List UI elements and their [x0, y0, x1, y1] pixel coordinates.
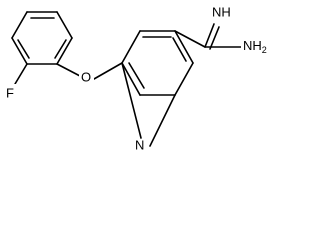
bond-pyridine-double-b [172, 37, 187, 62]
amine-label-background [241, 38, 270, 56]
bond-aryl-oxygen [56, 63, 81, 77]
imine-label-background [210, 4, 237, 22]
amine-nh-text: NH [243, 38, 262, 53]
pyridine-nitrogen-label: N [135, 137, 144, 152]
bond-benzene-double-c [17, 39, 30, 59]
oxygen-label-background [79, 69, 94, 87]
chemical-structure-diagram: F O N NH NH2 [4, 4, 270, 154]
fluorine-label-background [4, 84, 18, 102]
fluorophenyl-ring [11, 11, 73, 65]
bond-nitrogen-to-c6-lower [149, 94, 176, 147]
bond-pyridine-double-a [128, 62, 145, 89]
bond-benzene-3 [56, 37, 73, 65]
bond-benzene-double-b [54, 39, 67, 59]
bond-amidine-carbon-imine [204, 23, 215, 48]
bond-pyridine-c3-c2 [121, 30, 141, 64]
bond-amidine-carbon-imine-double [209, 26, 220, 50]
bond-aryl-fluorine [14, 63, 28, 85]
bond-benzene-5 [11, 37, 28, 65]
ether-oxygen-label: O [81, 69, 91, 84]
bond-pyridine-c5-c4 [174, 30, 194, 64]
pyridine-nitrogen-label-background [133, 138, 149, 154]
structure-canvas: F O N NH NH2 [4, 4, 270, 154]
fluorine-atom-label: F [6, 85, 14, 100]
bond-pyridine-c6-c5 [174, 62, 194, 96]
amine-nh2-label: NH2 [243, 38, 267, 55]
bond-c2-to-nitrogen-lower [121, 62, 142, 139]
bond-pyridine-c2-n1 [121, 62, 141, 96]
pyridine-ring [121, 30, 194, 96]
bond-benzene-2 [56, 11, 73, 39]
bond-oxygen-pyridine [93, 62, 123, 80]
bond-ring-to-amidine-carbon [174, 30, 206, 48]
bond-benzene-6 [11, 11, 28, 39]
amine-subscript-text: 2 [262, 45, 267, 55]
imine-nh-label: NH [212, 4, 231, 19]
